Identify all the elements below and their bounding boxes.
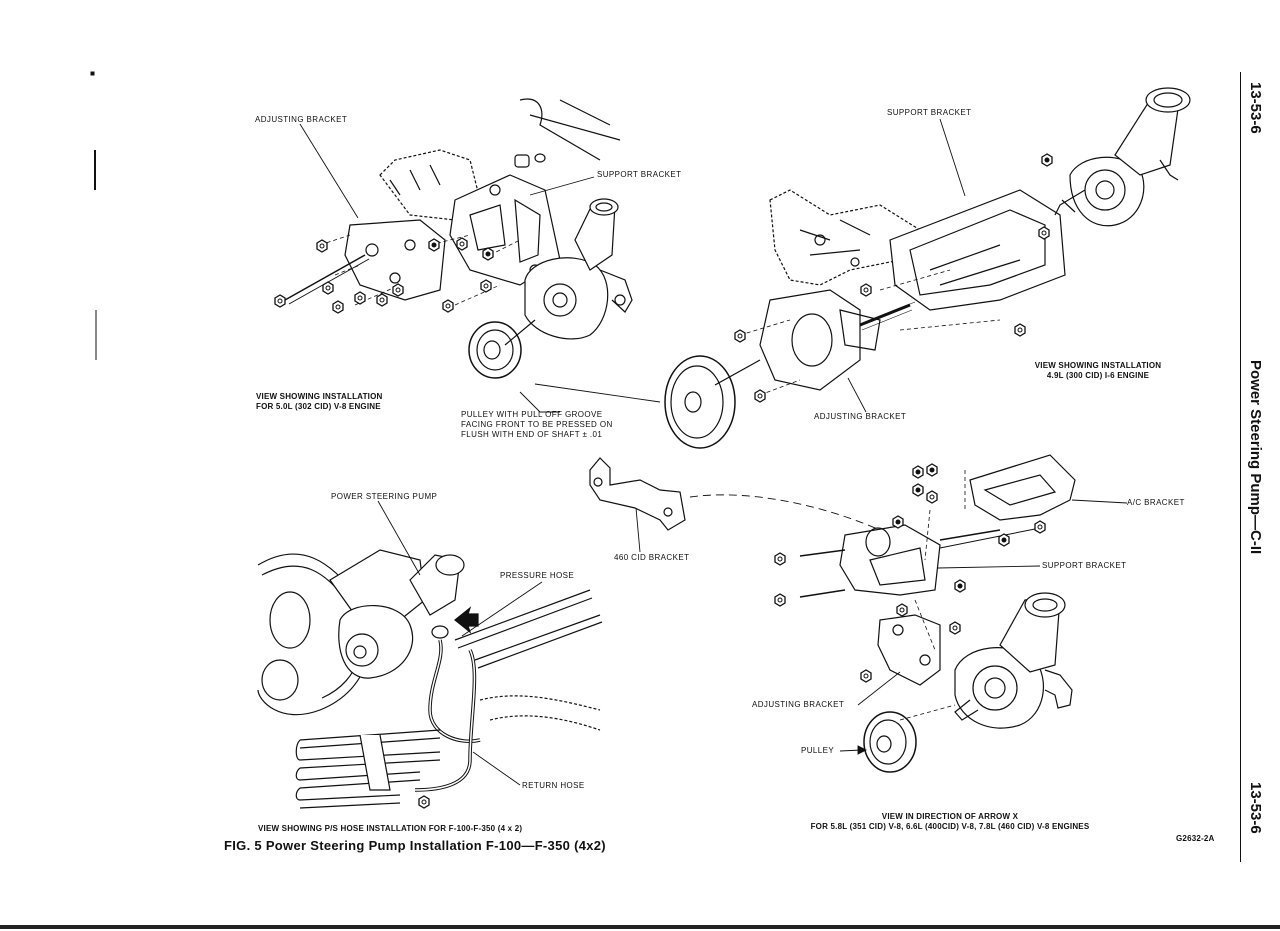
figure-title: FIG. 5 Power Steering Pump Installation … — [224, 838, 606, 853]
label-adjusting-bracket-5-0l: ADJUSTING BRACKET — [255, 115, 348, 124]
label-ac-bracket: A/C BRACKET — [1127, 498, 1185, 507]
section-title: Power Steering Pump—C-II — [1247, 360, 1264, 555]
note-pulley-line3: FLUSH WITH END OF SHAFT ± .01 — [461, 430, 603, 439]
caption-arrow-x-line1: VIEW IN DIRECTION OF ARROW X — [881, 812, 1019, 821]
view-5-0l-leaders — [299, 123, 661, 413]
caption-5-0l-line2: FOR 5.0L (302 CID) V-8 ENGINE — [256, 402, 381, 411]
caption-4-9l-line1: VIEW SHOWING INSTALLATION — [1034, 361, 1162, 370]
right-margin-rule — [1240, 72, 1241, 862]
note-pulley-line1: PULLEY WITH PULL OFF GROOVE — [461, 410, 603, 419]
view-arrow-x-leaders — [635, 499, 1128, 755]
label-support-bracket-4-9l: SUPPORT BRACKET — [887, 108, 972, 117]
caption-4-9l-line2: 4.9L (300 CID) I-6 ENGINE — [1046, 371, 1150, 380]
caption-arrow-x-line2: FOR 5.8L (351 CID) V-8, 6.6L (400CID) V-… — [810, 822, 1090, 831]
caption-hose-installation: VIEW SHOWING P/S HOSE INSTALLATION FOR F… — [258, 824, 523, 833]
view-5-0l-drawing — [284, 98, 633, 379]
page-number-bottom: 13-53-6 — [1247, 782, 1264, 834]
label-support-bracket-5-0l: SUPPORT BRACKET — [597, 170, 682, 179]
label-adjusting-bracket-arrow-x: ADJUSTING BRACKET — [752, 700, 845, 709]
label-pressure-hose: PRESSURE HOSE — [500, 571, 575, 580]
label-460-cid-bracket: 460 CID BRACKET — [614, 553, 690, 562]
label-power-steering-pump: POWER STEERING PUMP — [331, 492, 438, 501]
view-arrow-x-drawing — [589, 454, 1076, 773]
bottom-edge-bar — [0, 925, 1280, 929]
view-hose-drawing — [257, 549, 603, 809]
view-4-9l-leaders — [847, 118, 966, 413]
margin-marks — [90, 71, 97, 360]
view-hose-hardware — [418, 795, 430, 809]
view-4-9l-drawing — [664, 87, 1191, 449]
label-pulley: PULLEY — [801, 746, 835, 755]
label-return-hose: RETURN HOSE — [522, 781, 585, 790]
page-number-top: 13-53-6 — [1247, 82, 1264, 134]
note-pulley-line2: FACING FRONT TO BE PRESSED ON — [461, 420, 613, 429]
caption-5-0l-line1: VIEW SHOWING INSTALLATION — [256, 392, 383, 401]
label-adjusting-bracket-4-9l: ADJUSTING BRACKET — [814, 412, 907, 421]
label-support-bracket-arrow-x: SUPPORT BRACKET — [1042, 561, 1127, 570]
figure-code: G2632-2A — [1176, 834, 1215, 843]
view-hose-leaders — [377, 500, 543, 786]
